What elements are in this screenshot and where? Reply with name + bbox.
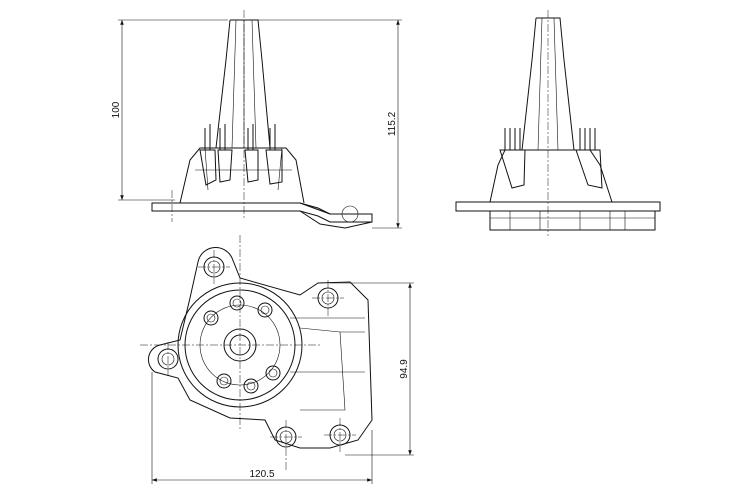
dimension-plan-depth: 94.9	[330, 282, 414, 456]
side-view	[455, 10, 661, 236]
dimension-label-115-2: 115.2	[387, 111, 398, 136]
front-view	[151, 10, 373, 229]
dimension-label-94-9: 94.9	[399, 359, 410, 379]
dimension-label-120-5: 120.5	[249, 469, 274, 480]
terminal-pins	[199, 124, 283, 186]
pin-holes	[203, 295, 281, 394]
plan-view	[140, 235, 373, 470]
dimension-label-100: 100	[111, 101, 122, 118]
dimension-front-height: 100	[111, 19, 228, 201]
dimension-plan-width: 120.5	[151, 372, 373, 484]
dimension-front-total-height: 115.2	[258, 19, 402, 229]
